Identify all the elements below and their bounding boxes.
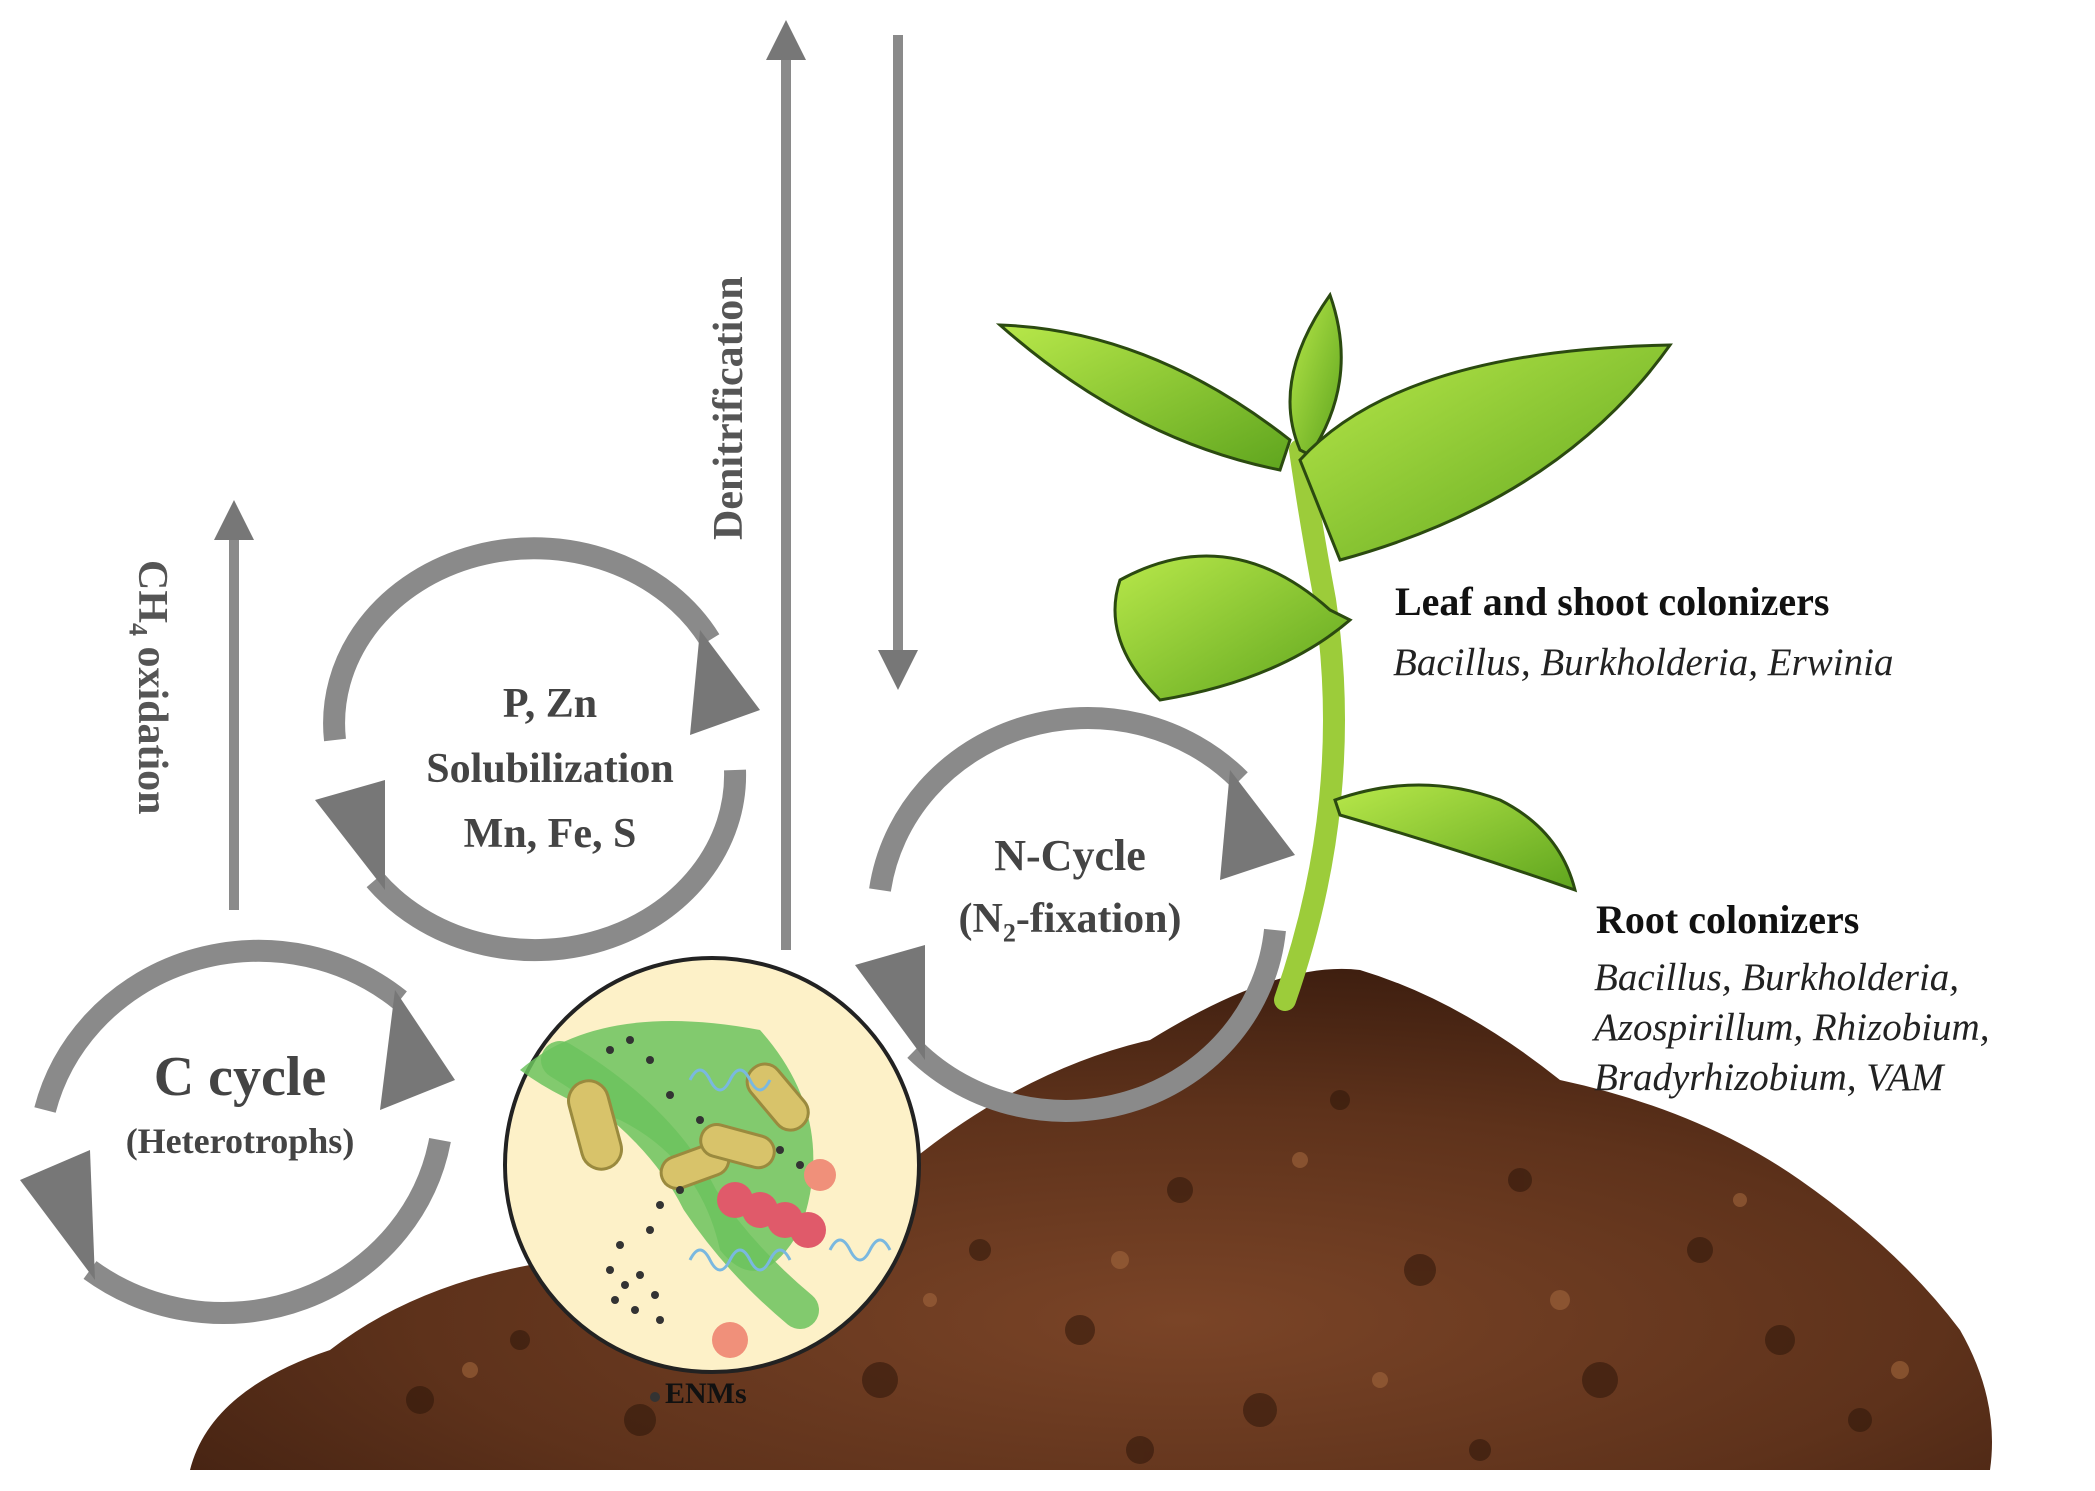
leaf-middle	[1113, 554, 1353, 702]
root-hair-strand	[541, 1041, 819, 1329]
solubilization-line1: P, Zn	[502, 681, 598, 727]
solubilization-line2: Solubilization	[426, 746, 674, 792]
ch4-suffix: oxidation	[129, 636, 175, 815]
ch4-oxidation-label: CH4 oxidation	[123, 560, 176, 815]
root-genera-line-2: Azospirillum, Rhizobium,	[1594, 1006, 1990, 1049]
enm-legend-dot	[650, 1392, 660, 1402]
c-cycle-title: C cycle	[153, 1046, 327, 1108]
c-cycle-arrowhead-left	[20, 1150, 95, 1280]
ch4-subscript: 4	[123, 623, 153, 636]
leaf-top-right	[1298, 343, 1673, 562]
n-cycle-sub-prefix: (N	[958, 896, 1003, 942]
n-cycle-sub-suffix: -fixation)	[1015, 896, 1182, 942]
soil-texture	[406, 1090, 1872, 1464]
c-cycle-arrows	[34, 939, 451, 1325]
bacteria-rods	[567, 1062, 810, 1190]
n-input-down-arrowhead	[878, 650, 918, 690]
root-genera-line-3: Bradyrhizobium, VAM	[1594, 1056, 1944, 1099]
inset-content	[520, 1021, 892, 1402]
leaf-genera-line: Bacillus, Burkholderia, Erwinia	[1393, 641, 1894, 684]
n-cycle-arrowhead-right	[1220, 770, 1295, 880]
c-cycle-subtitle: (Heterotrophs)	[125, 1121, 355, 1161]
root-genera-line-1: Bacillus, Burkholderia,	[1594, 956, 1960, 999]
solubilization-line3: Mn, Fe, S	[463, 811, 637, 857]
enm-legend-label: ENMs	[665, 1377, 747, 1410]
solubilization-arrowhead-left	[315, 780, 385, 890]
ch4-prefix: CH	[129, 560, 175, 623]
cocci-chain	[717, 1182, 826, 1248]
plant-stem	[1274, 439, 1345, 1011]
ch4-arrowhead	[214, 500, 254, 540]
c-cycle-arrowhead-right	[380, 990, 455, 1110]
solubilization-arrowhead-right	[690, 630, 760, 735]
denitrification-label: Denitrification	[706, 276, 752, 540]
n-cycle-sub-subscript: 2	[1002, 918, 1016, 948]
leaf-colonizers-genera: Bacillus, Burkholderia, Erwinia	[1393, 638, 1893, 688]
enm-particles	[606, 1036, 804, 1324]
filaments	[688, 1068, 892, 1272]
spores	[712, 1159, 836, 1358]
leaf-top-left	[995, 323, 1292, 472]
leaf-lower	[1333, 783, 1578, 893]
leaf-colonizers-title: Leaf and shoot colonizers	[1395, 579, 1830, 624]
n-cycle-title: N-Cycle	[994, 831, 1146, 880]
n-cycle-arrowhead-left	[855, 945, 925, 1060]
root-colonizers-genera: Bacillus, Burkholderia, Azospirillum, Rh…	[1594, 953, 1989, 1103]
n-cycle-subtitle: (N2-fixation)	[920, 895, 1220, 948]
leaf-top-center	[1288, 291, 1343, 457]
root-colonizers-title: Root colonizers	[1596, 897, 1860, 942]
n-cycle-arrows	[869, 706, 1286, 1122]
denitrification-up-arrowhead	[766, 20, 806, 60]
solubilization-arrows	[323, 537, 747, 962]
